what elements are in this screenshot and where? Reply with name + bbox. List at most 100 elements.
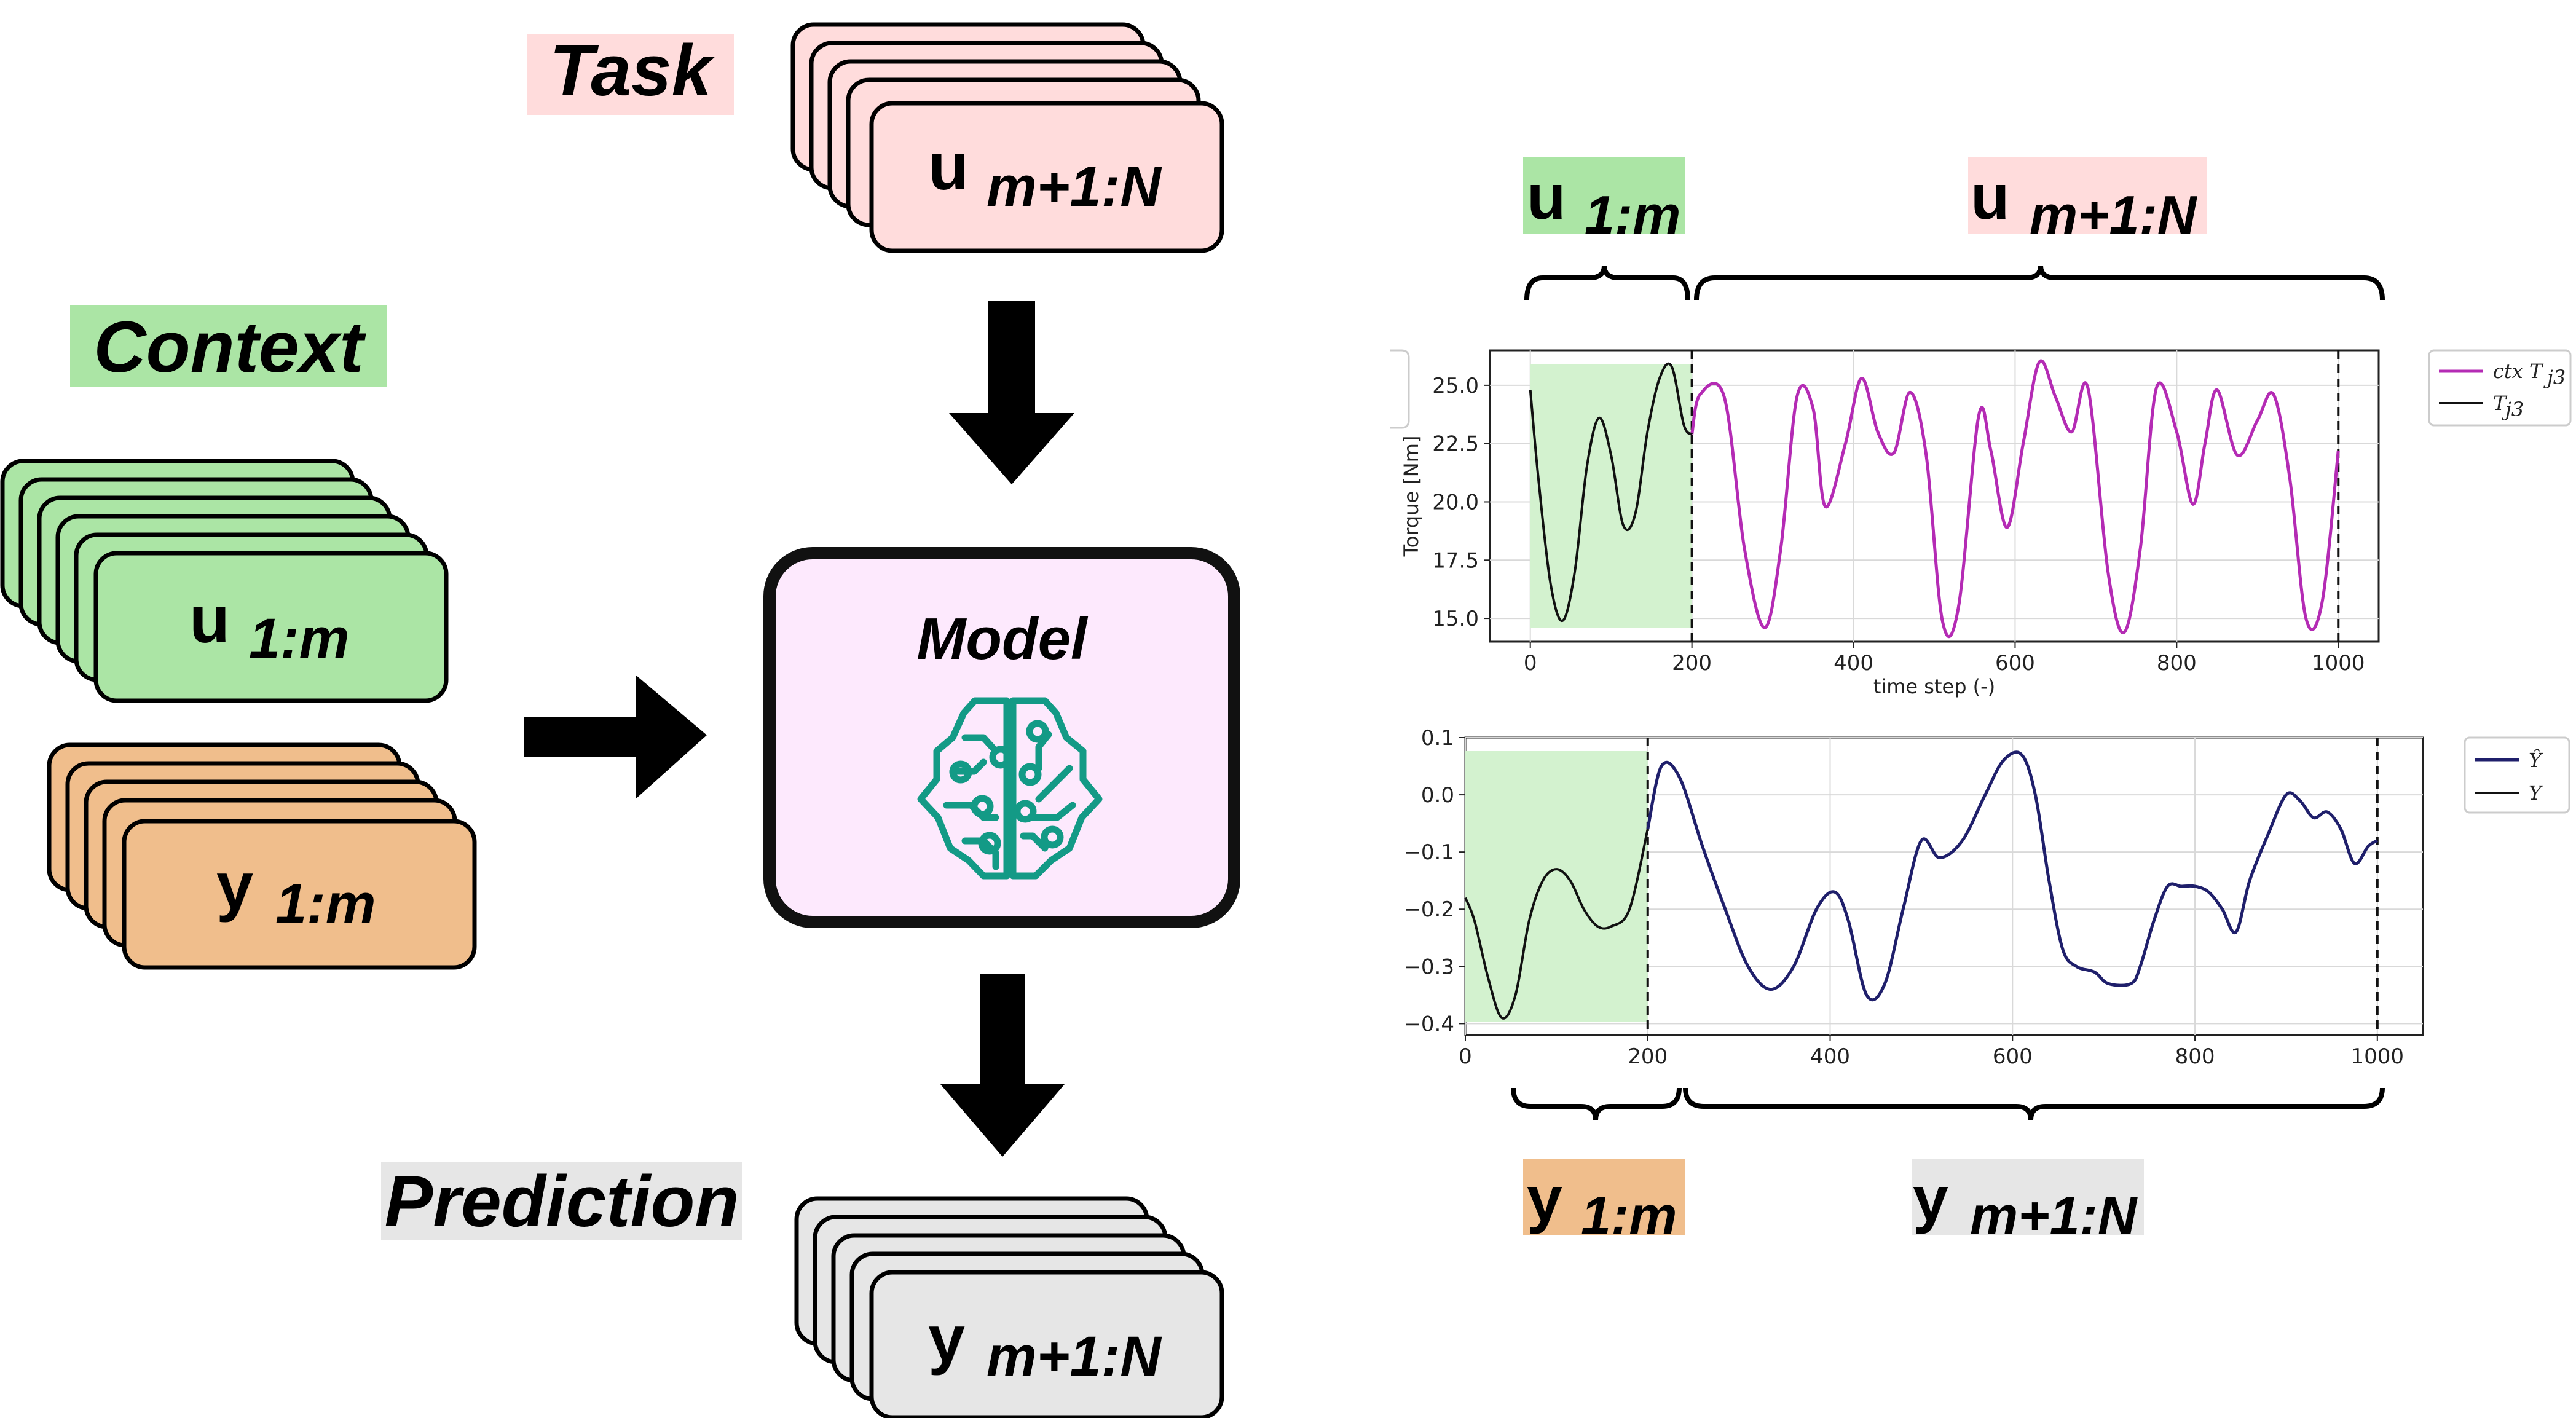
task-card-stack: u m+1:N [790,22,1224,253]
y-tick-label: 0.0 [1421,783,1454,808]
context-y-stack-base: y [216,848,253,923]
context-region [1465,751,1648,1022]
legend-box [2464,736,2570,814]
top-right-label-highlight [1968,157,2207,234]
y-tick-label: 0.1 [1421,726,1454,750]
bottom-left-label-highlight [1523,1159,1685,1235]
y-tick-label: −0.2 [1403,897,1454,922]
legend-box [2428,349,2572,427]
y-tick-label: 20.0 [1432,490,1479,514]
context-u-card-stack: u 1:m [0,459,449,703]
x-tick-label: 1000 [2312,651,2365,676]
bottom-left-bracket-sub: 1:m [1581,1185,1677,1246]
chart-vlines [1690,350,2340,642]
y-tick-label: 25.0 [1432,374,1479,398]
series-line-0 [1690,359,2340,639]
x-tick-label: 1000 [2351,1044,2405,1069]
bottom-right-bracket-sub: m+1:N [1970,1185,2138,1246]
context-label-highlight [70,305,387,387]
legend-item-ctx-tj3-base: ctx T [2493,360,2544,383]
top-bracket-labels: u 1:m u m+1:N [1523,157,2207,245]
x-tick-label: 0 [1524,651,1537,676]
bottom-right-brace [1683,1087,2385,1121]
x-tick-label: 200 [1628,1044,1668,1069]
legend-item-tj3-sub: j3 [2502,398,2524,421]
chart-series [1529,359,2340,639]
chart-series [1464,750,2379,1020]
prediction-card-stack: y m+1:N [794,1196,1224,1418]
x-tick-label: 400 [1834,651,1873,676]
bottom-left-brace [1511,1087,1682,1121]
x-tick-label: 600 [1993,1044,2033,1069]
x-tick-label: 0 [1459,1044,1472,1069]
arrow-right-icon [524,675,707,799]
y-tick-label: 17.5 [1432,548,1479,573]
context-y-stack-sub: 1:m [275,873,376,935]
context-label: Context [70,305,387,388]
bottom-right-label-highlight [1912,1159,2144,1235]
top-right-brace [1694,265,2385,301]
context-u-stack-sub: 1:m [249,607,350,670]
y-tick-labels: −0.4 −0.3 −0.2 −0.1 0.0 0.1 [1403,726,1465,1036]
stack-card-front [93,551,449,703]
arrow-down-icon [940,974,1065,1157]
series-line-1 [1464,829,1649,1020]
y-tick-label: 15.0 [1432,607,1479,631]
chart-legend: Ŷ Y [2464,736,2570,814]
bottom-right-bracket-base: y [1913,1164,1948,1235]
legend-item-y: Y [2529,781,2543,805]
output-chart: 0 200 400 600 800 1000 −0.4 −0.3 −0.2 −0.1 0.0 0.1… [1403,726,2570,1069]
bottom-left-bracket-base: y [1527,1164,1562,1235]
prediction-label-text: Prediction [385,1161,739,1242]
prediction-stack-base: y [928,1301,965,1376]
torque-chart: 0 200 400 600 800 1000 15.0 17.5 20.0 22.5 25.0 T… [1390,349,2572,698]
series-line-1 [1529,362,1693,622]
legend-item-ctx-tj3-sub: j3 [2543,366,2566,389]
top-left-bracket-base: u [1527,162,1566,233]
model-label: Model [916,606,1089,672]
x-tick-labels: 0 200 400 600 800 1000 [1524,642,2365,676]
bottom-bracket-labels: y 1:m y m+1:N [1523,1159,2144,1246]
x-tick-label: 800 [2175,1044,2215,1069]
prediction-label-highlight [381,1162,742,1240]
top-left-label-highlight [1523,157,1685,234]
legend-item-tj3-base: T [2493,392,2508,415]
task-label: Task [527,30,734,115]
top-right-bracket-sub: m+1:N [2030,184,2198,245]
top-right-bracket-base: u [1971,162,2010,233]
stack-card-front [869,1270,1224,1418]
brain-circuit-icon [917,697,1103,880]
top-left-bracket-sub: 1:m [1585,184,1681,245]
x-tick-labels: 0 200 400 600 800 1000 [1459,1035,2404,1069]
x-tick-label: 200 [1672,651,1712,676]
series-line-0 [1646,750,2379,1002]
task-stack-base: u [928,129,969,203]
x-tick-label: 400 [1810,1044,1850,1069]
y-tick-label: 22.5 [1432,432,1479,457]
model-box: Model [763,547,1240,928]
y-tick-labels: 15.0 17.5 20.0 22.5 25.0 [1432,374,1490,631]
x-tick-label: 800 [2157,651,2197,676]
context-region-shading [1465,751,1648,1022]
task-stack-sub: m+1:N [987,156,1162,218]
context-region [1530,364,1692,628]
chart-legend: ctx T j3 T j3 [2428,349,2572,427]
top-left-brace [1524,265,1690,301]
context-region-shading [1530,364,1692,628]
model-box-frame [763,547,1240,928]
context-label-text: Context [93,307,366,388]
task-label-highlight [527,34,734,115]
chart-vlines [1646,738,2379,1035]
x-tick-label: 600 [1995,651,2035,676]
x-axis-title: time step (-) [1873,675,1995,698]
task-label-text: Task [549,30,715,111]
legend-item-yhat: Ŷ [2529,749,2543,772]
y-tick-label: −0.1 [1403,840,1454,865]
y-axis-title: Torque [Nm] [1400,436,1423,557]
clipped-legend-fragment [1390,349,1410,429]
stack-card-front [122,819,477,970]
y-tick-label: −0.3 [1403,955,1454,979]
y-tick-label: −0.4 [1403,1012,1454,1036]
arrow-down-icon [949,301,1074,484]
